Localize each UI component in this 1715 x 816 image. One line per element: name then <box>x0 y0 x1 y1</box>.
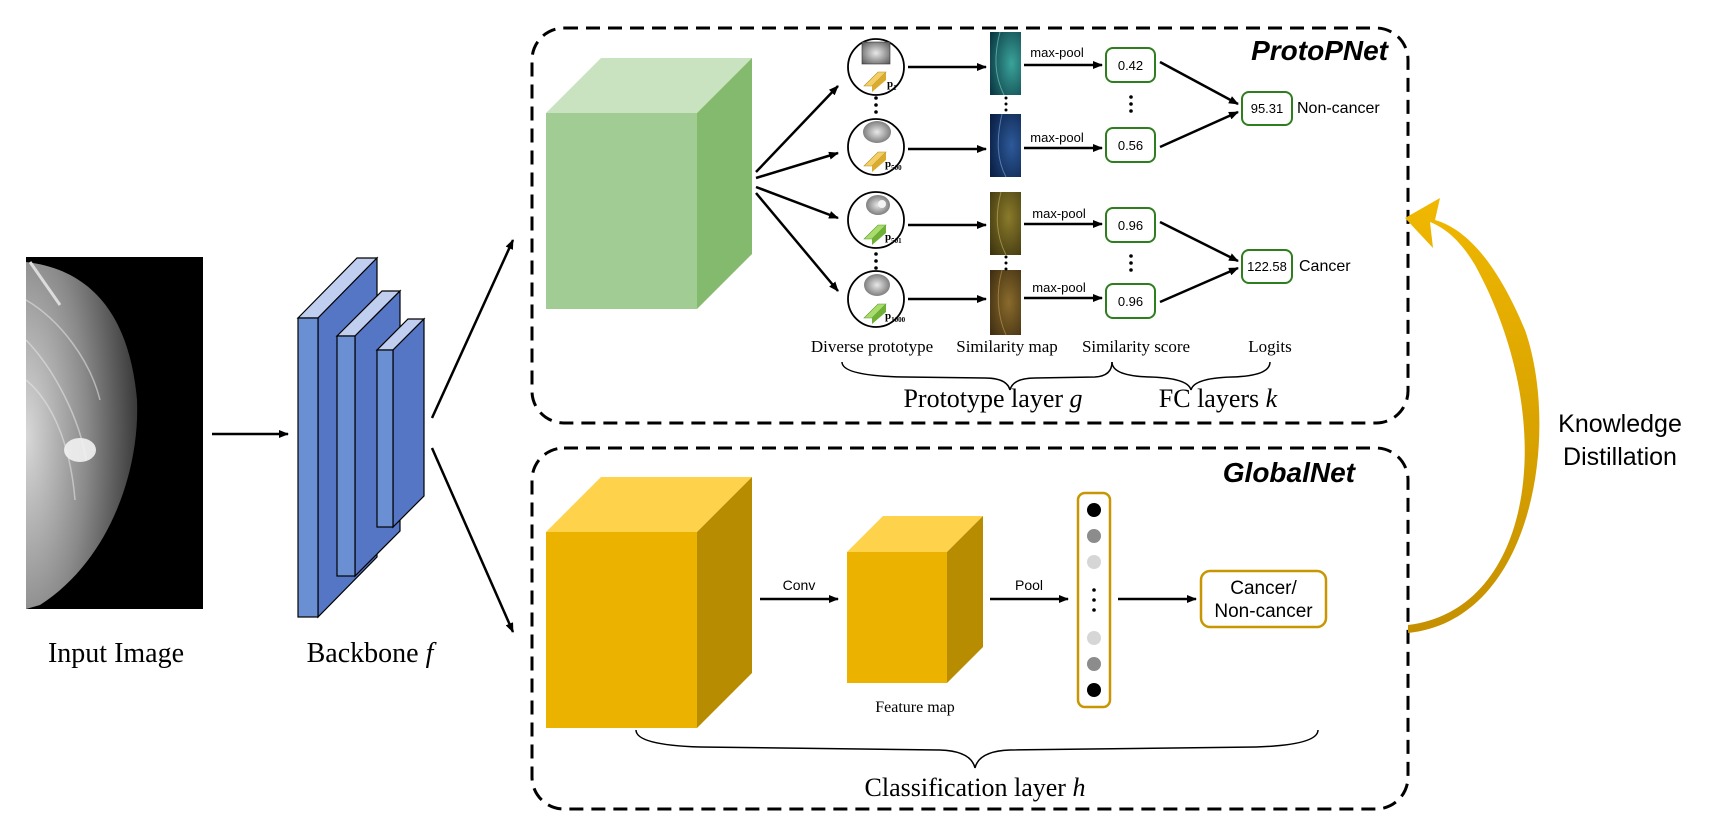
pool-label: Pool <box>1015 577 1043 593</box>
globalnet-feature-map-cube <box>847 516 983 683</box>
fc-layer-brace <box>1111 361 1271 391</box>
similarity-map <box>990 192 1021 255</box>
prototype-layer-brace <box>841 361 1113 391</box>
similarity-score-value: 0.96 <box>1118 294 1143 309</box>
prototype-icon: p1000 <box>847 270 906 328</box>
kd-label-line-1: Knowledge <box>1558 410 1682 438</box>
protopnet-title: ProtoPNet <box>1251 35 1390 66</box>
protopnet-feature-cube <box>546 58 752 309</box>
prototype-symbol: p1000 <box>885 310 906 324</box>
conv-label: Conv <box>783 577 816 593</box>
prototype-icon: p500 <box>847 118 905 176</box>
similarity-score-box <box>1105 127 1156 163</box>
diverse-prototype-label: Diverse prototype <box>811 337 933 356</box>
similarity-score-value: 0.42 <box>1118 58 1143 73</box>
cube-to-prototype-arrows <box>755 85 839 292</box>
backbone-to-globalnet-arrow <box>430 447 515 633</box>
max-pool-label: max-pool <box>1030 130 1084 145</box>
similarity-score-box <box>1105 47 1156 83</box>
prototype-icon: p1 <box>847 38 905 96</box>
logit-value: 95.31 <box>1251 101 1284 116</box>
globalnet-feature-cube <box>546 477 752 728</box>
input-image <box>25 257 203 609</box>
score-to-logit-arrows <box>1159 60 1239 304</box>
kd-label-line-2: Distillation <box>1563 443 1677 471</box>
output-line-1: Cancer/ <box>1230 578 1297 599</box>
protopnet-panel <box>530 26 1410 425</box>
similarity-score-box <box>1105 283 1156 319</box>
backbone-label: Backbone f <box>307 638 437 669</box>
max-pool-label: max-pool <box>1032 206 1086 221</box>
globalnet-output: Cancer/ Non-cancer <box>1199 569 1328 629</box>
knowledge-distillation-arrow <box>1405 198 1540 633</box>
globalnet-panel <box>530 446 1410 811</box>
prototype-symbol: p501 <box>885 231 902 245</box>
globalnet-title: GlobalNet <box>1223 457 1357 488</box>
input-image-label: Input Image <box>48 638 184 669</box>
backbone-layers <box>296 256 426 619</box>
fc-layer-label: FC layers k <box>1159 384 1278 413</box>
similarity-map <box>990 270 1021 335</box>
backbone-to-protopnet-arrow <box>430 239 515 419</box>
classification-layer-label: Classification layer h <box>865 773 1086 802</box>
prototype-icon: p501 <box>847 191 905 249</box>
max-pool-label: max-pool <box>1030 45 1084 60</box>
prototype-row-2: p500 max-pool 0.56 <box>847 113 1156 178</box>
similarity-map <box>990 114 1021 177</box>
similarity-map <box>990 32 1021 95</box>
classification-layer-brace <box>635 729 1319 769</box>
prototype-symbol: p500 <box>885 158 902 172</box>
logit-label: Cancer <box>1299 258 1351 275</box>
similarity-score-box <box>1105 207 1156 243</box>
similarity-score-label: Similarity score <box>1082 337 1190 356</box>
logit-non-cancer: 95.31 Non-cancer <box>1241 91 1380 126</box>
prototype-row-4: p1000 max-pool 0.96 <box>847 269 1156 336</box>
ellipsis-dots <box>874 95 1133 272</box>
output-line-2: Non-cancer <box>1214 601 1313 622</box>
similarity-map-label: Similarity map <box>956 337 1058 356</box>
pooled-vector <box>1076 491 1112 709</box>
logits-label: Logits <box>1248 337 1291 356</box>
feature-map-label: Feature map <box>875 699 955 716</box>
prototype-symbol: p1 <box>887 78 897 92</box>
logit-value: 122.58 <box>1247 259 1287 274</box>
logit-label: Non-cancer <box>1297 100 1380 117</box>
similarity-score-value: 0.96 <box>1118 218 1143 233</box>
prototype-layer-label: Prototype layer g <box>903 384 1082 413</box>
similarity-score-value: 0.56 <box>1118 138 1143 153</box>
logit-cancer: 122.58 Cancer <box>1241 249 1351 284</box>
prototype-row-1: p1 max-pool 0.42 <box>847 31 1156 96</box>
max-pool-label: max-pool <box>1032 280 1086 295</box>
prototype-row-3: p501 max-pool 0.96 <box>847 191 1156 256</box>
